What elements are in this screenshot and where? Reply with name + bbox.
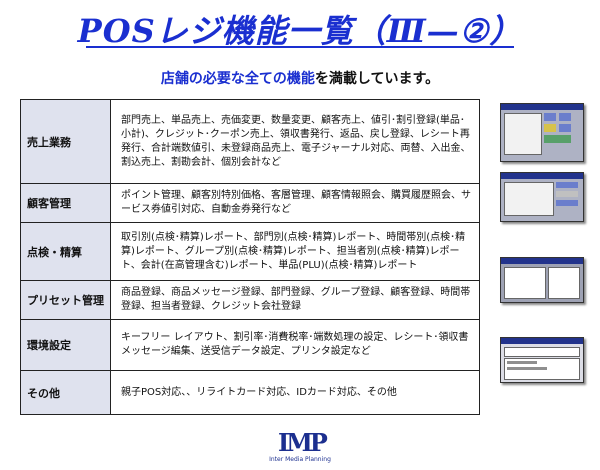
description-cell: 部門売上、単品売上、売価変更、数量変更、顧客売上、値引･割引登録(単品･小計)、… — [110, 99, 480, 184]
page-title: POSレジ機能一覧（Ⅲ—②） — [77, 12, 523, 50]
table-row: その他 親子POS対応、、リライトカード対応、IDカード対応、その他 — [20, 370, 480, 415]
page-subtitle: 店舗の必要な全ての機能を満載しています。 — [0, 68, 600, 88]
feature-table: 売上業務 部門売上、単品売上、売価変更、数量変更、顧客売上、値引･割引登録(単品… — [20, 99, 480, 415]
table-row: 点検・精算 取引別(点検･精算)レポート、部門別(点検･精算)レポート、時間帯別… — [20, 222, 480, 281]
category-cell: 環境設定 — [20, 319, 111, 371]
screenshot-thumbnail-sales — [500, 103, 584, 162]
subtitle-highlight: 店舗の必要な全ての機能 — [160, 71, 315, 87]
description-cell: ポイント管理、顧客別特別価格、客層管理、顧客情報照会、購買履歴照会、サービス券値… — [110, 183, 480, 223]
table-row: 顧客管理 ポイント管理、顧客別特別価格、客層管理、顧客情報照会、購買履歴照会、サ… — [20, 183, 480, 223]
category-cell: その他 — [20, 370, 111, 415]
category-cell: 売上業務 — [20, 99, 111, 184]
logo-caption: Inter Media Planning — [269, 456, 331, 463]
logo-mark: IMP — [278, 428, 328, 457]
company-logo: IMP Inter Media Planning — [268, 428, 332, 468]
category-cell: 点検・精算 — [20, 222, 111, 281]
category-cell: 顧客管理 — [20, 183, 111, 223]
description-cell: キーフリー レイアウト、割引率･消費税率･端数処理の設定、レシート･領収書メッセ… — [110, 319, 480, 371]
screenshot-thumbnail-other — [500, 337, 584, 383]
subtitle-tail: を満載しています。 — [314, 71, 440, 87]
title-underline — [86, 46, 514, 48]
screenshot-thumbnail-customer — [500, 172, 584, 222]
description-cell: 取引別(点検･精算)レポート、部門別(点検･精算)レポート、時間帯別(点検･精算… — [110, 222, 480, 281]
screenshot-thumbnail-preset — [500, 257, 584, 303]
description-cell: 商品登録、商品メッセージ登録、部門登録、グループ登録、顧客登録、時間帯登録、担当… — [110, 280, 480, 320]
table-row: プリセット管理 商品登録、商品メッセージ登録、部門登録、グループ登録、顧客登録、… — [20, 280, 480, 320]
table-row: 環境設定 キーフリー レイアウト、割引率･消費税率･端数処理の設定、レシート･領… — [20, 319, 480, 371]
table-row: 売上業務 部門売上、単品売上、売価変更、数量変更、顧客売上、値引･割引登録(単品… — [20, 99, 480, 184]
description-cell: 親子POS対応、、リライトカード対応、IDカード対応、その他 — [110, 370, 480, 415]
category-cell: プリセット管理 — [20, 280, 111, 320]
